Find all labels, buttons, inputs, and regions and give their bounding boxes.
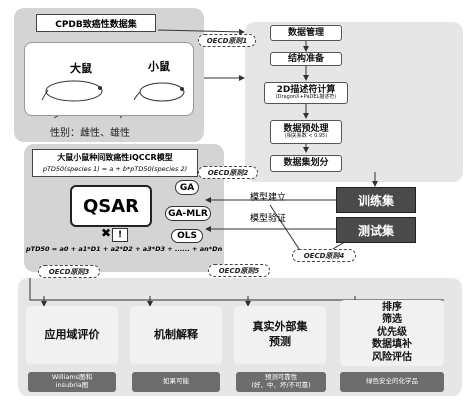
oecd-principle-1: OECD原则1: [198, 34, 256, 47]
model-build-label: 模型建立: [250, 193, 287, 203]
external-prediction-box: 真实外部集 预测: [234, 306, 326, 364]
gender-label: 性别：雌性、雄性: [50, 128, 130, 139]
rat-label: 大鼠: [70, 62, 92, 75]
qsar-shadow-marker: ✖: [100, 226, 112, 240]
oecd-principle-3: OECD原则3: [38, 265, 100, 278]
model-formula-bottom: pTD50 = a0 + a1*D1 + a2*D2 + a3*D3 + ...…: [26, 245, 223, 253]
model-header: 大鼠小鼠种间致癌性iQCCR模型 pTD50(species 1) = a + …: [32, 149, 198, 177]
step-preprocessing-label: 数据预处理: [283, 123, 329, 134]
rat-icon: [41, 80, 103, 102]
reliability-label: 预测可靠性 (好、中、坏/不可靠): [236, 372, 326, 392]
mouse-label: 小鼠: [148, 60, 170, 73]
green-chemicals-label: 绿色安全的化学品: [340, 372, 444, 392]
method-ols: OLS: [171, 229, 203, 243]
model-validate-label: 模型验证: [250, 214, 287, 224]
test-set: 测试集: [336, 217, 416, 243]
warning-icon: !: [112, 228, 128, 242]
oecd-principle-2: OECD原则2: [198, 166, 258, 179]
step-preprocessing-sub: (相关系数 < 0.95): [284, 133, 328, 140]
species-box: [24, 42, 194, 116]
qsar-box: QSAR: [70, 185, 152, 227]
step-dataset-split: 数据集划分: [270, 155, 342, 172]
model-title: 大鼠小鼠种间致癌性iQCCR模型: [57, 153, 173, 162]
if-possible-label: 如果可能: [132, 372, 220, 392]
training-set: 训练集: [336, 187, 416, 213]
oecd-principle-5: OECD原则5: [208, 264, 270, 277]
method-ga: GA: [175, 180, 199, 195]
mouse-icon: [134, 82, 185, 102]
step-preprocessing: 数据预处理 (相关系数 < 0.95): [270, 120, 342, 144]
application-box: 排序 筛选 优先级 数据填补 风险评估: [340, 300, 444, 366]
step-2d-descriptors-label: 2D描述符计算: [276, 84, 336, 95]
step-data-management: 数据管理: [270, 25, 342, 41]
step-2d-descriptors: 2D描述符计算 (DragonX+PaDEL描述符): [264, 82, 348, 104]
step-structure-prep: 结构准备: [270, 52, 342, 66]
mechanism-box: 机制解释: [130, 306, 222, 364]
williams-label: Williams图和 insubria图: [28, 372, 116, 392]
oecd-principle-4: OECD原则4: [292, 249, 356, 262]
step-2d-descriptors-sub: (DragonX+PaDEL描述符): [275, 94, 337, 101]
dataset-title: CPDB致癌性数据集: [36, 14, 156, 32]
applicability-domain-box: 应用域评价: [26, 306, 118, 364]
method-ga-mlr: GA-MLR: [165, 206, 211, 221]
model-formula-top: pTD50(species 1) = a + b*pTD50(species 2…: [42, 165, 188, 173]
